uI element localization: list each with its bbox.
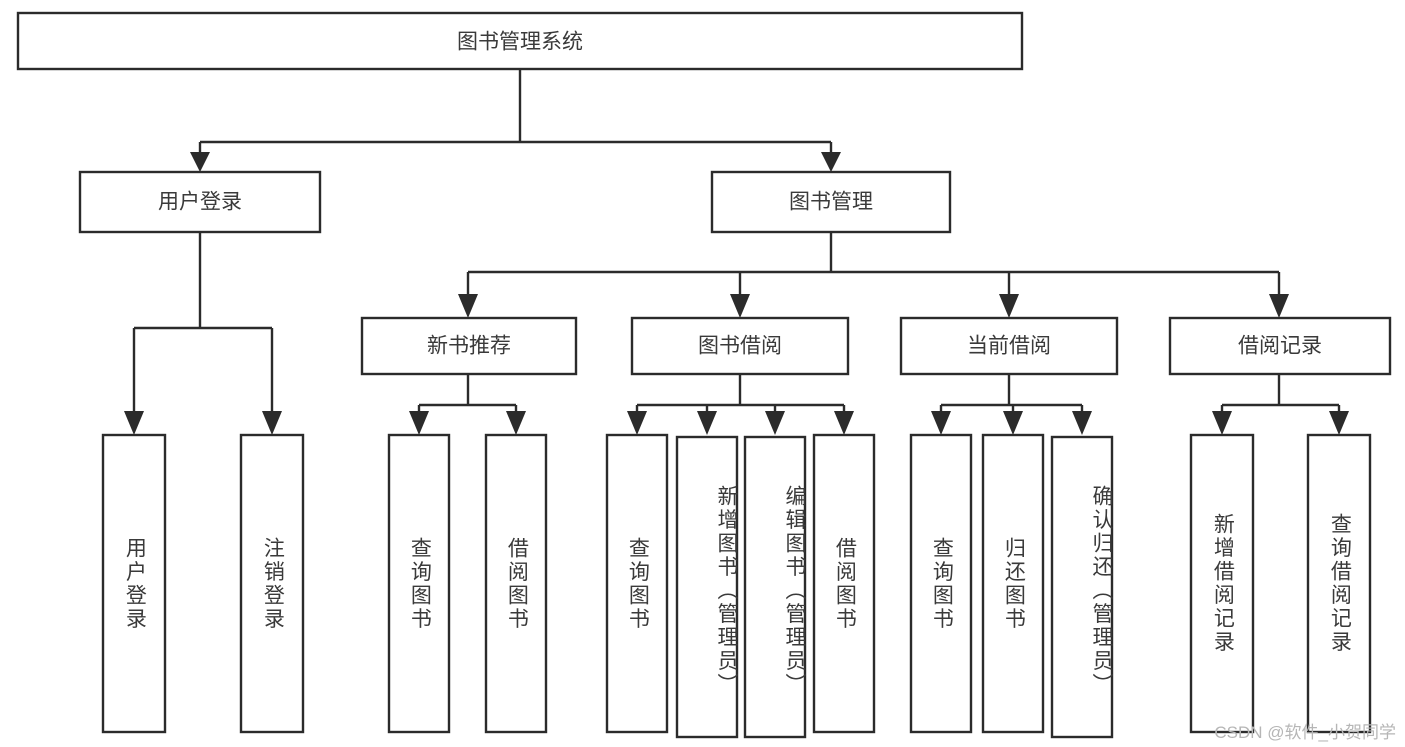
node-book-borrow[interactable]: 图书借阅 <box>630 316 850 376</box>
node-box-leaf-query-book-3[interactable] <box>909 433 973 734</box>
arrow-head-icon <box>262 411 282 435</box>
arrow-head-icon <box>821 152 841 172</box>
arrow-head-icon <box>999 294 1019 318</box>
node-box-leaf-query-book-1[interactable] <box>387 433 451 734</box>
node-label-user-login: 用户登录 <box>158 191 242 214</box>
node-box-leaf-edit-book-admin[interactable] <box>743 435 807 739</box>
node-root[interactable]: 图书管理系统 <box>16 11 1024 71</box>
arrow-head-icon <box>1003 411 1023 435</box>
node-box-leaf-add-book-admin[interactable] <box>675 435 739 739</box>
arrow-head-icon <box>834 411 854 435</box>
connector-group-user-login <box>124 232 282 435</box>
node-label-new-book-recommend: 新书推荐 <box>427 335 511 358</box>
node-box-leaf-user-logout[interactable] <box>239 433 305 734</box>
arrow-head-icon <box>697 411 717 435</box>
node-box-leaf-user-login[interactable] <box>101 433 167 734</box>
connector-group-current-borrow <box>931 374 1092 435</box>
node-box-leaf-add-borrow-record[interactable] <box>1189 433 1255 734</box>
node-current-borrow[interactable]: 当前借阅 <box>899 316 1119 376</box>
node-box-current-borrow[interactable] <box>899 316 1119 376</box>
node-box-borrow-record[interactable] <box>1168 316 1392 376</box>
arrow-head-icon <box>458 294 478 318</box>
arrow-head-icon <box>730 294 750 318</box>
node-box-leaf-borrow-book-1[interactable] <box>484 433 548 734</box>
watermark-text: CSDN @软件_小贺同学 <box>1214 723 1396 742</box>
node-box-user-login[interactable] <box>78 170 322 234</box>
node-book-management[interactable]: 图书管理 <box>710 170 952 234</box>
node-label-book-borrow: 图书借阅 <box>698 335 782 358</box>
node-box-leaf-query-book-2[interactable] <box>605 433 669 734</box>
node-box-book-borrow[interactable] <box>630 316 850 376</box>
arrow-head-icon <box>1212 411 1232 435</box>
connector-group-root <box>190 69 841 172</box>
node-box-leaf-return-book[interactable] <box>981 433 1045 734</box>
arrow-head-icon <box>124 411 144 435</box>
arrow-head-icon <box>409 411 429 435</box>
arrow-head-icon <box>1072 411 1092 435</box>
arrow-head-icon <box>1329 411 1349 435</box>
node-label-borrow-record: 借阅记录 <box>1238 335 1322 358</box>
node-box-leaf-borrow-book-2[interactable] <box>812 433 876 734</box>
node-user-login[interactable]: 用户登录 <box>78 170 322 234</box>
arrow-head-icon <box>190 152 210 172</box>
node-new-book-recommend[interactable]: 新书推荐 <box>360 316 578 376</box>
connector-group-new-book-recommend <box>409 374 526 435</box>
node-box-root[interactable] <box>16 11 1024 71</box>
node-label-current-borrow: 当前借阅 <box>967 335 1051 358</box>
arrow-head-icon <box>1269 294 1289 318</box>
node-label-book-management: 图书管理 <box>789 191 873 214</box>
node-box-leaf-query-borrow-record[interactable] <box>1306 433 1372 734</box>
arrow-head-icon <box>627 411 647 435</box>
node-label-root: 图书管理系统 <box>457 31 583 54</box>
node-box-leaf-confirm-return-admin[interactable] <box>1050 435 1114 739</box>
node-box-book-management[interactable] <box>710 170 952 234</box>
node-borrow-record[interactable]: 借阅记录 <box>1168 316 1392 376</box>
connector-group-book-management <box>458 232 1289 318</box>
connector-group-book-borrow <box>627 374 854 435</box>
connector-group-borrow-record <box>1212 374 1349 435</box>
arrow-head-icon <box>506 411 526 435</box>
arrow-head-icon <box>931 411 951 435</box>
arrow-head-icon <box>765 411 785 435</box>
node-box-new-book-recommend[interactable] <box>360 316 578 376</box>
